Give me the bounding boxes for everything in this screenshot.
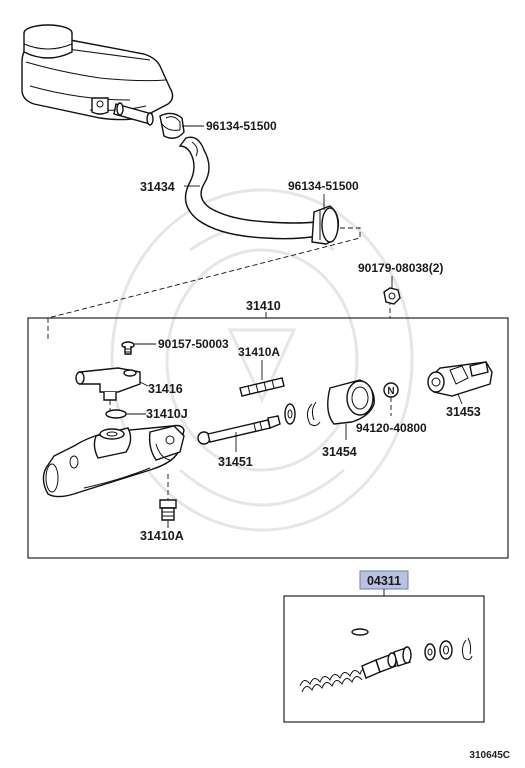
label-31410: 31410 <box>246 299 281 318</box>
label-96134-top: 96134-51500 <box>182 119 277 133</box>
label-31416: 31416 <box>139 381 183 396</box>
screw-90157 <box>121 341 135 355</box>
repair-kit-frame <box>283 595 485 723</box>
rod-washer <box>284 403 296 425</box>
hose-connection-dashed <box>47 227 361 340</box>
label-90157: 90157-50003 <box>134 337 229 351</box>
kit-washer-1 <box>424 643 436 661</box>
nut-marker-icon: N <box>387 386 394 397</box>
label-31454: 31454 <box>322 424 357 459</box>
o-ring-31410j <box>105 409 127 419</box>
label-31410j: 31410J <box>126 407 188 421</box>
master-cylinder-body <box>42 424 185 498</box>
kit-badge-label: 04311 <box>367 574 401 588</box>
svg-text:90179-08038(2): 90179-08038(2) <box>358 261 443 275</box>
svg-text:31454: 31454 <box>322 445 357 459</box>
svg-text:31410A: 31410A <box>140 529 184 543</box>
stud-31410a-top <box>239 377 285 397</box>
svg-text:31451: 31451 <box>218 455 253 469</box>
kit-washer-2 <box>439 640 453 660</box>
hose-clip-top <box>159 112 185 139</box>
label-31451: 31451 <box>218 432 253 469</box>
boot-31454 <box>327 379 375 425</box>
svg-text:31410: 31410 <box>246 299 281 313</box>
kit-snap-ring <box>461 637 473 661</box>
svg-text:31416: 31416 <box>148 382 183 396</box>
label-31410a-top: 31410A <box>238 345 280 380</box>
svg-text:31453: 31453 <box>446 405 481 419</box>
svg-text:96134-51500: 96134-51500 <box>288 179 359 193</box>
label-31434: 31434 <box>140 180 200 194</box>
svg-text:90157-50003: 90157-50003 <box>158 337 229 351</box>
label-31410a-bottom: 31410A <box>140 520 184 543</box>
kit-o-ring <box>351 628 369 636</box>
push-rod-31451 <box>197 415 281 445</box>
hose-clip-mid <box>311 205 340 245</box>
reservoir-outlet-pipe <box>113 102 154 126</box>
label-94120: 94120-40800 <box>356 421 427 435</box>
svg-text:96134-51500: 96134-51500 <box>206 119 277 133</box>
reservoir-tank <box>21 24 174 121</box>
inlet-fitting-31416 <box>75 367 141 412</box>
clevis-31453 <box>427 361 493 397</box>
stud-31410a-bottom <box>159 474 177 521</box>
svg-text:31410J: 31410J <box>146 407 188 421</box>
diagram-reference-code: 310645C <box>469 750 510 761</box>
nut-94120: N <box>383 382 399 416</box>
label-31453: 31453 <box>446 393 481 419</box>
label-96134-mid: 96134-51500 <box>288 179 359 210</box>
svg-text:31410A: 31410A <box>238 345 280 359</box>
svg-text:31434: 31434 <box>140 180 175 194</box>
snap-ring <box>306 401 321 427</box>
svg-text:94120-40800: 94120-40800 <box>356 421 427 435</box>
master-cylinder-assembly-frame <box>27 317 509 559</box>
kit-piston-spring <box>299 646 412 693</box>
bolt-90179 <box>383 287 401 305</box>
label-90179: 90179-08038(2) <box>358 261 443 288</box>
